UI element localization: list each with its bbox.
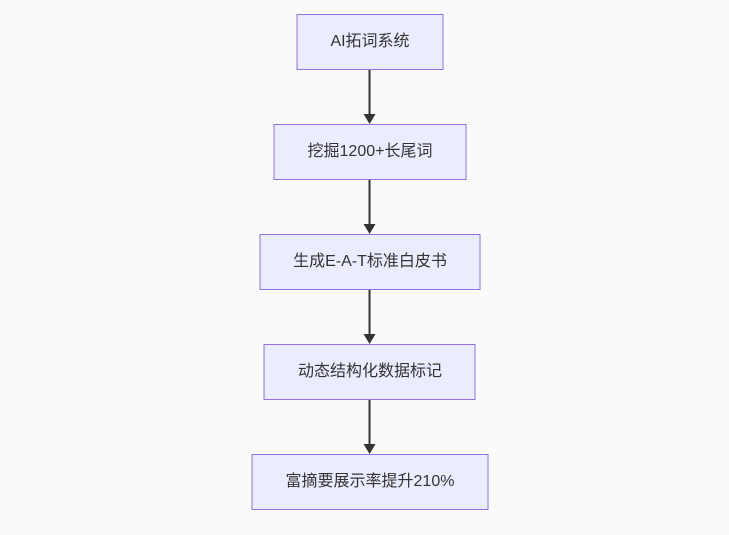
arrow-head-icon	[364, 224, 376, 234]
arrow-shaft	[369, 70, 371, 114]
flow-arrow-1	[364, 70, 376, 124]
arrow-shaft	[369, 290, 371, 334]
arrow-shaft	[369, 400, 371, 444]
arrow-head-icon	[364, 444, 376, 454]
arrow-head-icon	[364, 114, 376, 124]
flowchart-column: AI拓词系统 挖掘1200+长尾词 生成E-A-T标准白皮书 动态结构化数据标记…	[251, 14, 489, 510]
arrow-shaft	[369, 180, 371, 224]
flow-node-rich-snippet-uplift: 富摘要展示率提升210%	[251, 454, 489, 510]
flow-arrow-4	[364, 400, 376, 454]
flow-arrow-2	[364, 180, 376, 234]
flow-node-structured-data-markup: 动态结构化数据标记	[263, 344, 476, 400]
flow-node-longtail-mining: 挖掘1200+长尾词	[273, 124, 467, 180]
flow-node-eat-whitepaper: 生成E-A-T标准白皮书	[259, 234, 481, 290]
flow-node-ai-word-expansion: AI拓词系统	[296, 14, 444, 70]
arrow-head-icon	[364, 334, 376, 344]
flow-arrow-3	[364, 290, 376, 344]
